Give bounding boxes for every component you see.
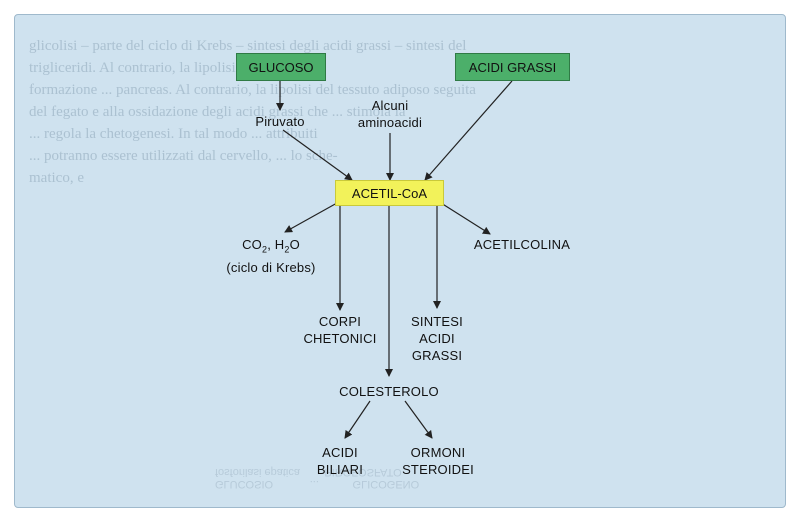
background-bleedthrough-text: glicolisi – parte del ciclo di Krebs – s… bbox=[29, 38, 476, 186]
arrow-piruvato-acetil bbox=[282, 129, 353, 181]
acetil-coa-label: ACETIL-CoA bbox=[351, 185, 428, 201]
acidi-grassi-box: ACIDI GRASSI bbox=[455, 53, 570, 81]
diagram-panel: glicolisi – parte del ciclo di Krebs – s… bbox=[14, 14, 786, 508]
arrow-colesterolo-biliari bbox=[344, 400, 371, 439]
glucoso-label: GLUCOSO bbox=[248, 59, 314, 75]
acidi-grassi-label: ACIDI GRASSI bbox=[468, 59, 557, 75]
arrow-acetil-acetilcolina bbox=[440, 202, 491, 235]
glucoso-box: GLUCOSO bbox=[236, 53, 326, 81]
arrow-colesterolo-ormoni bbox=[404, 400, 433, 439]
acetilcolina-label: ACETILCOLINA bbox=[473, 237, 571, 252]
arrow-acetil-co2 bbox=[284, 202, 338, 233]
piruvato-label: Piruvato bbox=[255, 114, 305, 129]
arrow-acidigrassi-acetil bbox=[424, 80, 513, 181]
colesterolo-label: COLESTEROLO bbox=[339, 384, 439, 399]
co2-h2o-label: CO2, H2O(ciclo di Krebs) bbox=[226, 237, 316, 275]
acetil-coa-box: ACETIL-CoA bbox=[335, 180, 444, 206]
